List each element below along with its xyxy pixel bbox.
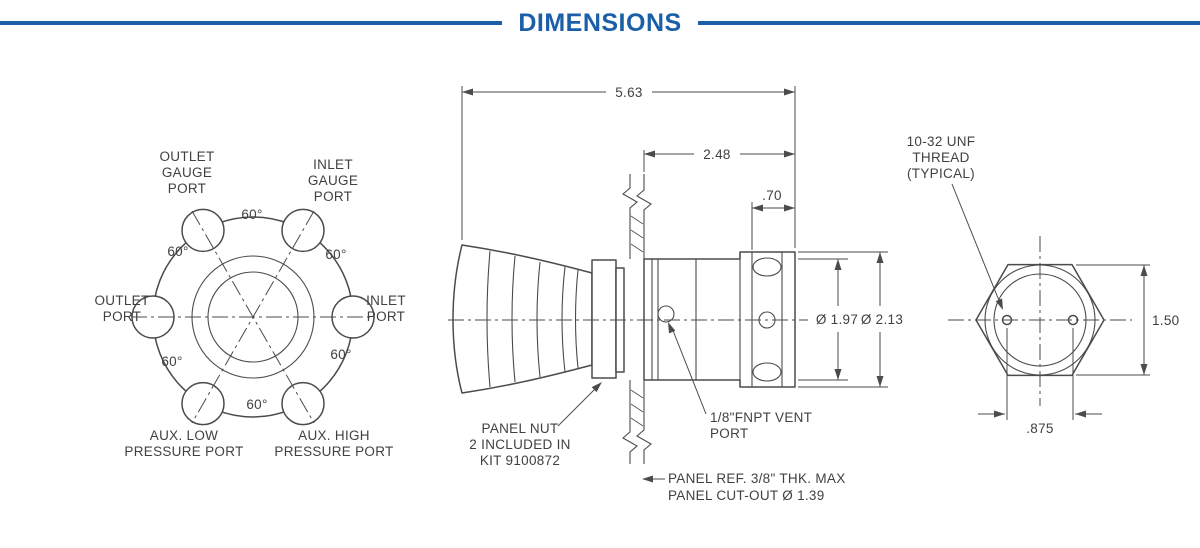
page-title: DIMENSIONS [518,8,682,37]
outlet-gauge-port-label: GAUGE [162,165,212,180]
dia-body-label: Ø 1.97 [816,312,858,327]
outlet-port-label: OUTLET [94,293,149,308]
title-rule-left [0,21,503,25]
panel-nut-note: KIT 9100872 [480,453,560,468]
front-view-drawing [131,208,375,426]
angle-60-label: 60° [161,354,182,369]
outlet-gauge-port-label: PORT [168,181,206,196]
dim-body-length: 2.48 [703,147,730,162]
title-bar: DIMENSIONS [0,0,1200,38]
back-view-drawing [948,236,1132,406]
dia-flange-label: Ø 2.13 [861,312,903,327]
aux-high-port-label: PRESSURE PORT [274,444,393,459]
panel-nut-note: 2 INCLUDED IN [469,437,570,452]
inlet-port-label: PORT [367,309,405,324]
aux-high-port-label: AUX. HIGH [298,428,370,443]
inlet-gauge-port-label: GAUGE [308,173,358,188]
angle-60-label: 60° [241,207,262,222]
aux-low-port-label: AUX. LOW [150,428,218,443]
panel-ref-note: PANEL REF. 3/8" THK. MAX [668,471,846,486]
panel-nut-note: PANEL NUT [482,421,559,436]
panel-nut [591,259,617,379]
outlet-port-label: PORT [103,309,141,324]
back-view-dimensions: 10-32 UNF THREAD (TYPICAL) 1.50 .875 [907,134,1180,436]
vent-port-note: 1/8"FNPT VENT [710,410,812,425]
panel-ref-note: PANEL CUT-OUT Ø 1.39 [668,488,825,503]
thread-note: THREAD [912,150,969,165]
thread-note: 10-32 UNF [907,134,976,149]
knob-outline [452,244,593,394]
inlet-gauge-port-label: PORT [314,189,352,204]
thread-note: (TYPICAL) [907,166,975,181]
inlet-port-label: INLET [366,293,406,308]
dim-hole-spacing: .875 [1026,421,1053,436]
inlet-gauge-port-label: INLET [313,157,353,172]
outlet-gauge-port-label: OUTLET [159,149,214,164]
vent-port-hole [657,305,675,323]
dim-across-flats: 1.50 [1152,313,1179,328]
front-view-labels: OUTLET GAUGE PORT INLET GAUGE PORT OUTLE… [94,149,405,459]
angle-60-label: 60° [330,347,351,362]
dim-port-offset: .70 [762,188,782,203]
side-view-dimensions: 5.63 2.48 .70 Ø 1.97 Ø 2.13 [461,85,914,503]
aux-low-port-label: PRESSURE PORT [124,444,243,459]
panel-hatching [630,215,644,427]
dim-overall-length: 5.63 [615,85,642,100]
angle-60-label: 60° [246,397,267,412]
technical-drawing: OUTLET GAUGE PORT INLET GAUGE PORT OUTLE… [94,85,1180,503]
angle-60-label: 60° [167,244,188,259]
vent-port-note: PORT [710,426,748,441]
title-rule-right [697,21,1200,25]
angle-60-label: 60° [325,247,346,262]
